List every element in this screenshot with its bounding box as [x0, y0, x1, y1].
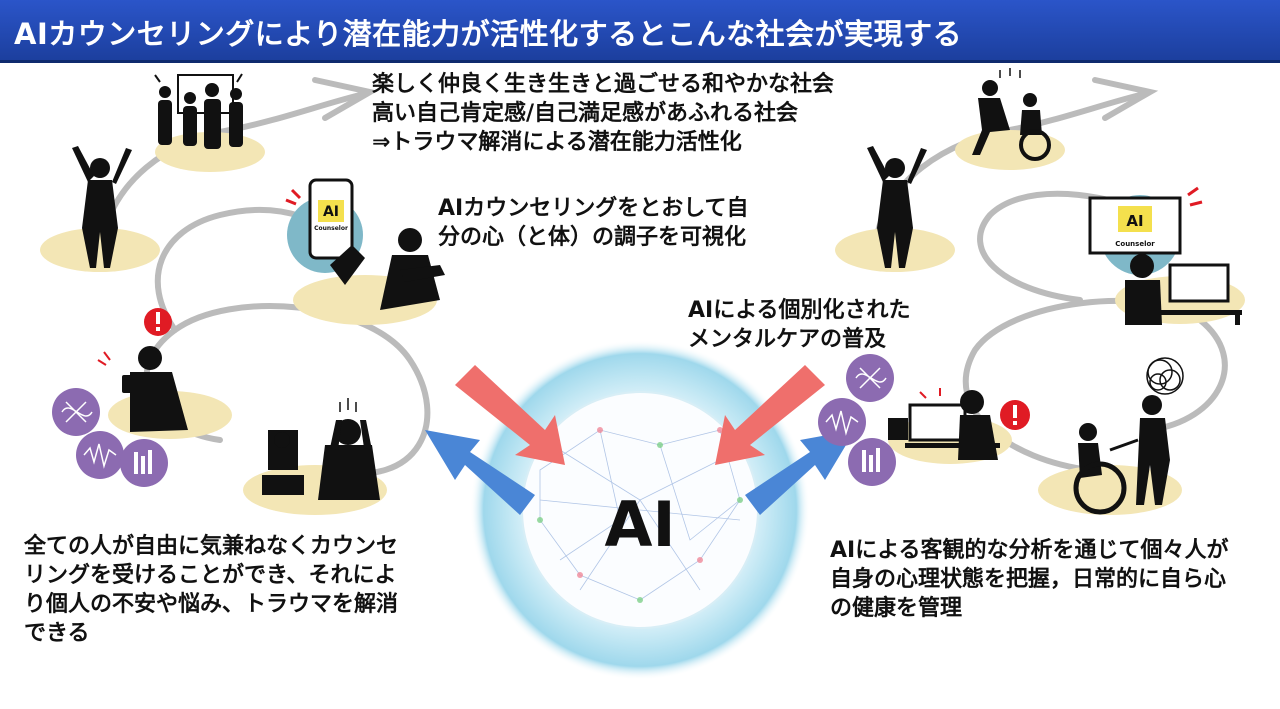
visualize-description: AIカウンセリングをとおして自 分の心（と体）の調子を可視化	[438, 194, 749, 252]
cheering-person-figure-right	[867, 146, 927, 268]
left-bottom-line-4: できる	[24, 621, 90, 646]
right-bottom-line-2: 自身の心理状態を把握，日常的に自ら心	[830, 567, 1227, 592]
left-bottom-description: 全ての人が自由に気兼ねなくカウンセ リングを受けることができ、それによ り個人の…	[24, 532, 398, 648]
caregiver-top-figure	[972, 68, 1051, 161]
society-line-1: 楽しく仲良く生き生きと過ごせる和やかな社会	[372, 72, 835, 97]
illustration: AI Counselor	[40, 68, 1245, 680]
desk-worker-figure	[1125, 254, 1242, 325]
group-people-figure	[154, 73, 243, 149]
ai-monitor-figure	[1088, 186, 1203, 275]
arrow-in-left	[455, 365, 565, 465]
mental-care-line-1: AIによる個別化された	[688, 298, 911, 323]
phone-user-figure	[285, 178, 445, 310]
arrow-out-left	[425, 430, 535, 515]
society-line-2: 高い自己肯定感/自己満足感があふれる社会	[372, 101, 799, 126]
ai-center-label: AI	[604, 488, 676, 561]
caregiver-wheelchair-figure	[1073, 357, 1184, 515]
right-bottom-description: AIによる客観的な分析を通じて個々人が 自身の心理状態を把握，日常的に自ら心 の…	[830, 536, 1229, 623]
right-bottom-line-1: AIによる客観的な分析を通じて個々人が	[830, 538, 1229, 563]
left-bottom-line-1: 全ての人が自由に気兼ねなくカウンセ	[24, 534, 399, 559]
cheering-person-figure-left	[72, 146, 132, 268]
monitor-screen-counselor: Counselor	[1115, 240, 1155, 248]
arrow-out-right	[745, 430, 855, 515]
visualize-line-1: AIカウンセリングをとおして自	[438, 196, 749, 221]
stressed-phone-user-figure	[52, 308, 188, 487]
left-bottom-line-3: り個人の不安や悩み、トラウマを解消	[24, 592, 399, 617]
arrow-in-right	[715, 365, 825, 465]
society-description: 楽しく仲良く生き生きと過ごせる和やかな社会 高い自己肯定感/自己満足感があふれる…	[372, 70, 834, 157]
phone-screen-ai: AI	[323, 204, 339, 220]
mental-care-description: AIによる個別化された メンタルケアの普及	[688, 296, 911, 354]
title-bar: AIカウンセリングにより潜在能力が活性化するとこんな社会が実現する	[0, 0, 1280, 63]
right-bottom-line-3: の健康を管理	[830, 596, 963, 621]
visualize-line-2: 分の心（と体）の調子を可視化	[438, 225, 747, 250]
mental-care-line-2: メンタルケアの普及	[688, 327, 887, 352]
left-bottom-line-2: リングを受けることができ、それによ	[24, 563, 397, 588]
page-title: AIカウンセリングにより潜在能力が活性化するとこんな社会が実現する	[14, 17, 963, 51]
monitor-screen-ai: AI	[1126, 212, 1143, 230]
society-line-3: ⇒トラウマ解消による潜在能力活性化	[372, 130, 742, 155]
head-holding-person-figure	[262, 398, 380, 500]
analysis-desk-figure	[818, 354, 1030, 486]
phone-screen-counselor: Counselor	[314, 225, 348, 232]
